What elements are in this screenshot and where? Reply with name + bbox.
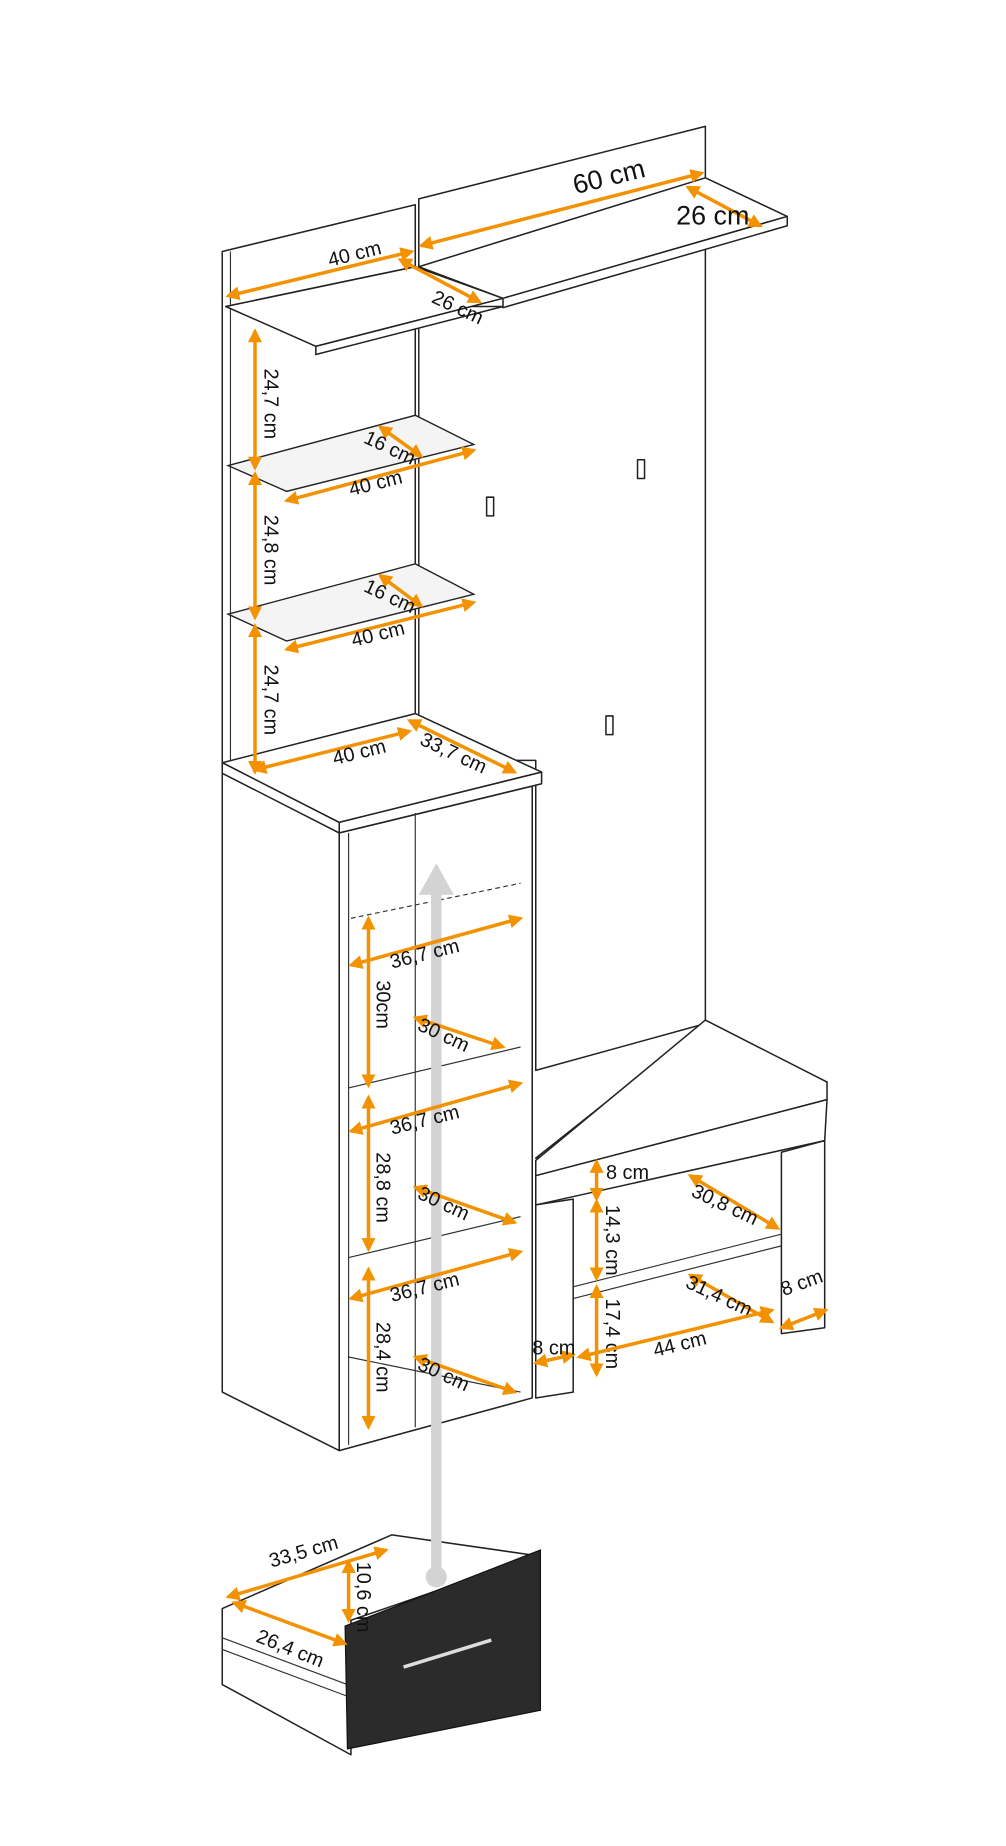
dimension-label: 28,4 cm — [372, 1322, 394, 1393]
dimension-label: 8 cm — [606, 1162, 649, 1184]
dimension-arrow — [412, 1354, 518, 1395]
dimension-label: 30cm — [372, 980, 394, 1029]
coat-hook — [605, 715, 614, 736]
dimension-arrow — [231, 1599, 348, 1647]
drawer-handle — [403, 1638, 492, 1669]
dimension-arrow — [406, 719, 518, 774]
dimension-label: 14,3 cm — [601, 1205, 623, 1276]
furniture-drawing — [221, 125, 828, 1756]
dimension-label: 8 cm — [532, 1338, 575, 1360]
dimension-arrow — [418, 169, 705, 250]
dimension-arrow — [348, 1079, 524, 1135]
dimension-arrow — [283, 598, 477, 654]
drawer-front — [344, 1549, 542, 1750]
dimension-arrow — [283, 446, 477, 505]
dimension-label: 26 cm — [676, 201, 749, 231]
dimension-arrow — [685, 185, 763, 228]
dimension-arrow — [687, 1174, 781, 1230]
dimension-arrow — [533, 1350, 576, 1368]
dimension-label: 30,8 cm — [688, 1180, 761, 1230]
dimension-label: 28,8 cm — [372, 1152, 394, 1223]
dimension-arrow — [225, 1546, 389, 1601]
dimension-arrow — [225, 247, 415, 301]
dimension-arrow — [348, 914, 524, 969]
dimension-arrow — [412, 1014, 506, 1051]
dimension-label: 24,7 cm — [259, 368, 281, 439]
dimension-label: 31,4 cm — [682, 1271, 755, 1321]
dimension-label: 17,4 cm — [601, 1299, 623, 1370]
dimension-label: 24,7 cm — [259, 664, 281, 735]
dimension-label: 10,6 cm — [352, 1562, 374, 1633]
coat-hook — [636, 458, 646, 480]
dimension-arrow — [576, 1306, 775, 1362]
cabinet-left-side — [221, 771, 340, 1452]
dimension-label: 44 cm — [651, 1327, 709, 1361]
coat-hook — [485, 496, 495, 517]
dimension-arrow — [778, 1307, 829, 1331]
bench-right-leg — [780, 1139, 826, 1335]
dimension-arrow — [252, 727, 413, 774]
dimension-arrow — [412, 1184, 518, 1226]
bench-left-leg — [534, 1198, 574, 1399]
dimension-arrow — [397, 258, 483, 304]
dimension-label: 24,8 cm — [259, 515, 281, 586]
dimension-arrow — [348, 1247, 524, 1303]
